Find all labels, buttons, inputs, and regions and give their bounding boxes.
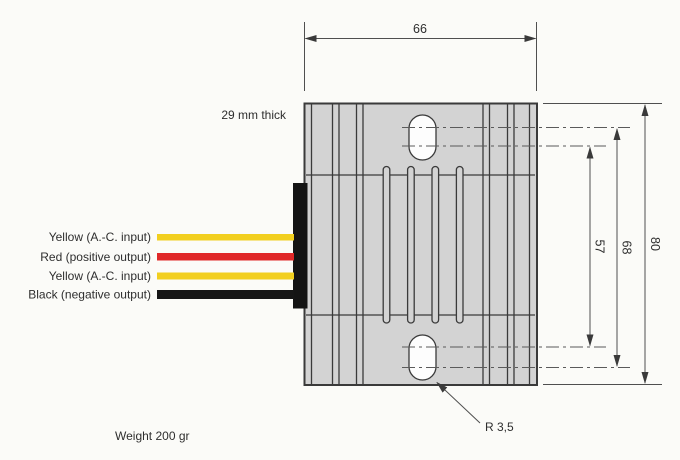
regulator-body [303,102,538,386]
wire-red-positive [157,253,294,261]
wire-label-yellow-top: Yellow (A.-C. input) [49,230,151,244]
weight-note: Weight 200 gr [115,429,190,443]
dimension-value-66: 66 [413,22,427,36]
tab-boundary-lines [306,174,535,316]
wire-yellow-input-top [157,234,294,241]
dimension-height: 80 68 57 [543,103,662,385]
cooling-fin [382,165,391,324]
fin-edge-lines [310,104,531,385]
dimension-value-57: 57 [593,240,607,254]
bottom-mounting-hole [408,334,437,381]
radius-value: R 3,5 [485,420,514,434]
wire-label-yellow-bottom: Yellow (A.-C. input) [49,269,151,283]
cooling-fin [406,165,415,324]
dimension-width: 66 [304,22,537,91]
wire-labels: Yellow (A.-C. input) Red (positive outpu… [28,230,151,302]
wire-yellow-input-bottom [157,272,294,280]
top-mounting-hole [408,114,437,161]
cooling-fin [455,165,464,324]
dimension-value-80: 80 [648,237,662,251]
radius-callout: R 3,5 [436,381,514,434]
connector-block [293,183,308,309]
cooling-fin [431,165,440,324]
hole-centerlines [402,127,630,368]
wiring [157,183,308,309]
wire-label-red: Red (positive output) [40,250,151,264]
center-fins [382,165,464,324]
dimension-value-68: 68 [620,241,634,255]
thickness-note: 29 mm thick [221,108,287,122]
leader-line [436,381,481,424]
wire-black-negative [157,290,294,299]
wire-label-black: Black (negative output) [28,288,151,302]
